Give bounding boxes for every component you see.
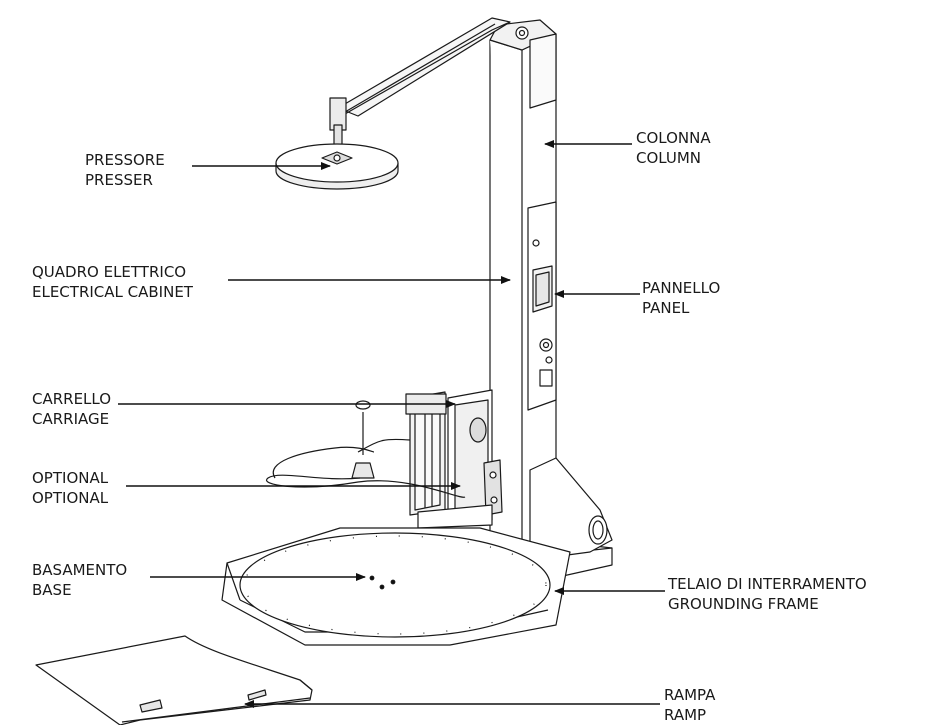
label-panel-en: PANEL bbox=[642, 299, 690, 317]
control-panel bbox=[532, 265, 553, 387]
label-carriage-it: CARRELLO bbox=[32, 390, 112, 408]
label-base-it: BASAMENTO bbox=[32, 561, 128, 579]
label-ramp-it: RAMPA bbox=[664, 686, 716, 704]
label-panel-it: PANNELLO bbox=[642, 279, 721, 297]
label-panel: PANNELLO PANEL bbox=[642, 278, 720, 318]
label-column: COLONNA COLUMN bbox=[636, 128, 711, 168]
label-ramp-en: RAMP bbox=[664, 706, 707, 724]
label-frame-en: GROUNDING FRAME bbox=[668, 595, 819, 613]
label-ramp: RAMPA RAMP bbox=[664, 685, 715, 725]
turntable bbox=[239, 532, 551, 638]
label-presser-it: PRESSORE bbox=[85, 151, 165, 169]
ramp bbox=[35, 635, 313, 725]
label-carriage-en: CARRIAGE bbox=[32, 410, 110, 428]
label-base-en: BASE bbox=[32, 581, 72, 599]
label-column-it: COLONNA bbox=[636, 129, 711, 147]
label-presser: PRESSORE PRESSER bbox=[85, 150, 165, 190]
label-frame: TELAIO DI INTERRAMENTO GROUNDING FRAME bbox=[668, 574, 867, 614]
label-cabinet-it: QUADRO ELETTRICO bbox=[32, 263, 187, 281]
label-cabinet-en: ELECTRICAL CABINET bbox=[32, 283, 193, 301]
carriage bbox=[405, 389, 503, 529]
label-base: BASAMENTO BASE bbox=[32, 560, 127, 600]
presser-disc bbox=[275, 143, 399, 190]
label-frame-it: TELAIO DI INTERRAMENTO bbox=[668, 575, 867, 593]
label-optional-en: OPTIONAL bbox=[32, 489, 109, 507]
label-column-en: COLUMN bbox=[636, 149, 702, 167]
label-cabinet: QUADRO ELETTRICO ELECTRICAL CABINET bbox=[32, 262, 193, 302]
label-carriage: CARRELLO CARRIAGE bbox=[32, 389, 111, 429]
presser-arm bbox=[329, 17, 511, 156]
label-optional: OPTIONAL OPTIONAL bbox=[32, 468, 108, 508]
label-presser-en: PRESSER bbox=[85, 171, 153, 189]
label-optional-it: OPTIONAL bbox=[32, 469, 109, 487]
